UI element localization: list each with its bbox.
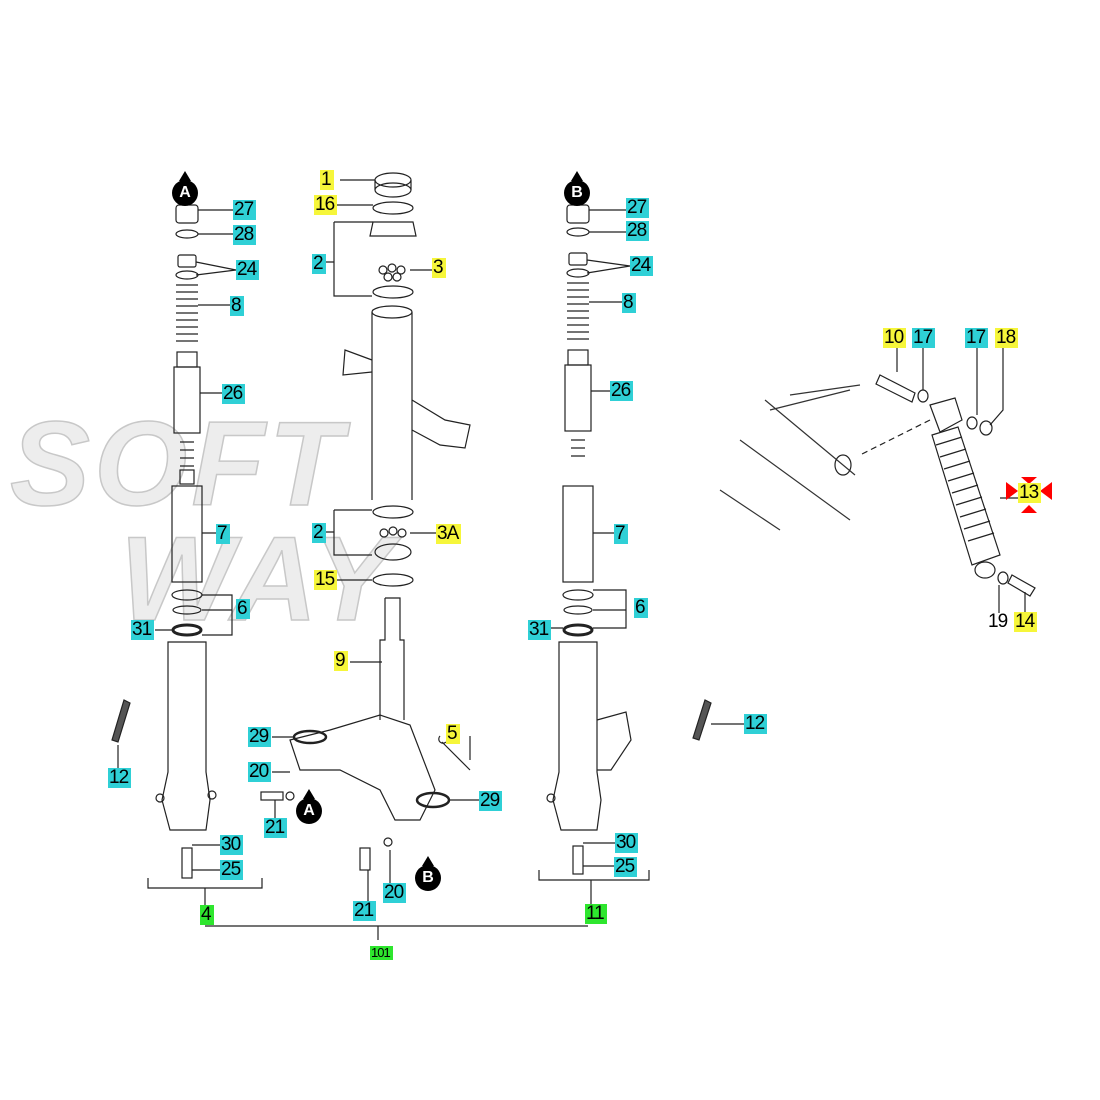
callout-4[interactable]: 4 xyxy=(200,905,214,925)
watermark-soft: SOFT xyxy=(9,396,346,532)
callout-28[interactable]: 28 xyxy=(233,225,257,245)
callout-5[interactable]: 5 xyxy=(446,724,460,744)
reference-badge-b: B xyxy=(415,856,441,891)
rear-shock-drawing xyxy=(719,345,1036,613)
callout-21[interactable]: 21 xyxy=(353,901,377,921)
callout-101[interactable]: 101 xyxy=(370,946,393,960)
callout-17[interactable]: 17 xyxy=(912,328,936,348)
callout-2[interactable]: 2 xyxy=(312,254,326,274)
callout-25[interactable]: 25 xyxy=(220,860,244,880)
callout-1[interactable]: 1 xyxy=(320,170,334,190)
callout-8[interactable]: 8 xyxy=(230,296,244,316)
callout-6[interactable]: 6 xyxy=(634,598,648,618)
callout-15[interactable]: 15 xyxy=(314,570,338,590)
callout-28[interactable]: 28 xyxy=(626,221,650,241)
callout-21[interactable]: 21 xyxy=(264,818,288,838)
callout-24[interactable]: 24 xyxy=(236,260,260,280)
callout-29[interactable]: 29 xyxy=(479,791,503,811)
callout-20[interactable]: 20 xyxy=(248,762,272,782)
red-marker-icon xyxy=(1006,477,1052,513)
callout-9[interactable]: 9 xyxy=(334,651,348,671)
callout-27[interactable]: 27 xyxy=(233,200,257,220)
reference-badge-a: A xyxy=(172,171,198,206)
callout-24[interactable]: 24 xyxy=(630,256,654,276)
callout-31[interactable]: 31 xyxy=(528,620,552,640)
callout-26[interactable]: 26 xyxy=(610,381,634,401)
callout-8[interactable]: 8 xyxy=(622,293,636,313)
callout-16[interactable]: 16 xyxy=(314,195,338,215)
callout-17[interactable]: 17 xyxy=(965,328,989,348)
reference-badge-b: B xyxy=(564,171,590,206)
callout-2[interactable]: 2 xyxy=(312,523,326,543)
callout-30[interactable]: 30 xyxy=(615,833,639,853)
callout-10[interactable]: 10 xyxy=(883,328,907,348)
callout-11[interactable]: 11 xyxy=(585,904,607,924)
callout-12[interactable]: 12 xyxy=(108,768,132,788)
callout-27[interactable]: 27 xyxy=(626,198,650,218)
callout-7[interactable]: 7 xyxy=(216,524,230,544)
callout-13-selected[interactable]: 13 xyxy=(1018,483,1042,503)
callout-3[interactable]: 3 xyxy=(432,258,446,278)
callout-20[interactable]: 20 xyxy=(383,883,407,903)
watermark-way: WAY xyxy=(119,511,397,647)
callout-12[interactable]: 12 xyxy=(744,714,768,734)
callout-30[interactable]: 30 xyxy=(220,835,244,855)
callout-6[interactable]: 6 xyxy=(236,599,250,619)
callout-14[interactable]: 14 xyxy=(1014,612,1038,632)
steering-column-drawing xyxy=(205,172,588,940)
callout-7[interactable]: 7 xyxy=(614,524,628,544)
callout-3a[interactable]: 3A xyxy=(436,524,462,544)
callout-29[interactable]: 29 xyxy=(248,727,272,747)
reference-badge-a: A xyxy=(296,789,322,824)
callout-31[interactable]: 31 xyxy=(131,620,155,640)
callout-18[interactable]: 18 xyxy=(995,328,1019,348)
callout-25[interactable]: 25 xyxy=(614,857,638,877)
callout-26[interactable]: 26 xyxy=(222,384,246,404)
left-fork-drawing xyxy=(111,204,263,906)
callout-19[interactable]: 19 xyxy=(988,611,1008,632)
right-fork-drawing xyxy=(538,204,744,906)
